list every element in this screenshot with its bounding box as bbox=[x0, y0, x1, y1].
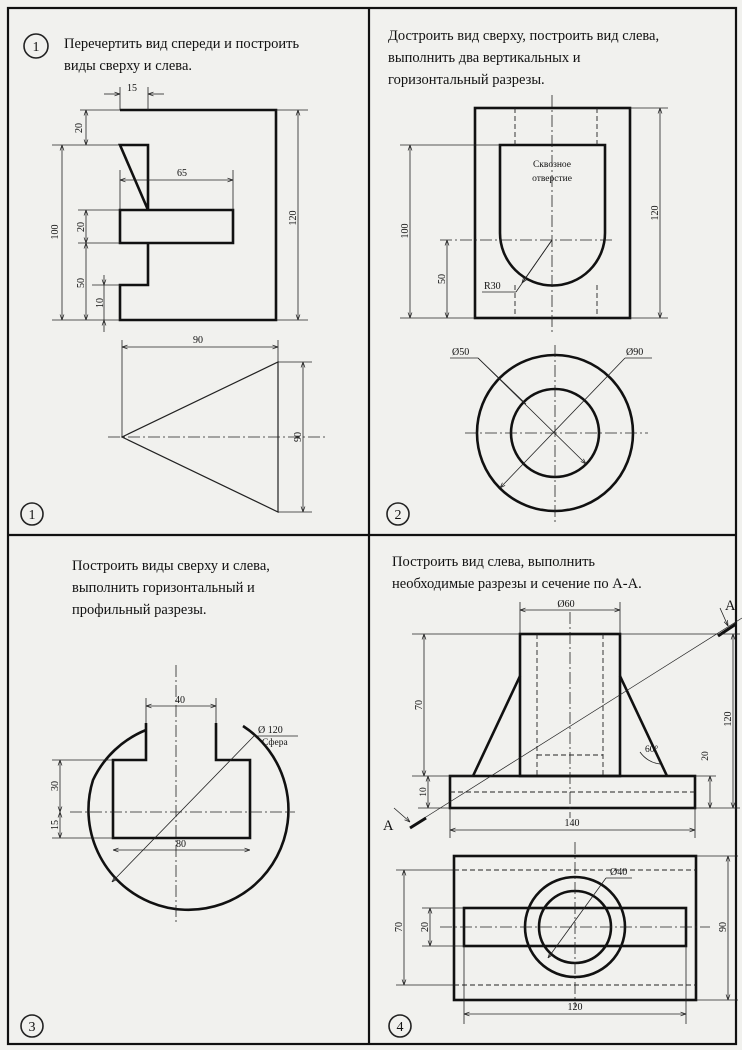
dim-100: 100 bbox=[400, 224, 411, 239]
panel-2-instruction-line-1: Достроить вид сверху, построить вид слев… bbox=[388, 28, 659, 44]
panel-number-badge: 3 bbox=[20, 1014, 44, 1038]
dim-50: 50 bbox=[76, 278, 87, 288]
svg-text:4: 4 bbox=[397, 1020, 404, 1035]
cylinder-front-view bbox=[473, 106, 632, 320]
dim-120: 120 bbox=[650, 206, 661, 221]
panel-2-instruction-line-2: выполнить два вертикальных и bbox=[388, 50, 581, 66]
panel-4: Построить вид слева, выполнить необходим… bbox=[383, 554, 742, 1038]
dim-angle-60: 60° bbox=[645, 744, 659, 755]
dim-diameter-50: Ø50 bbox=[452, 347, 469, 358]
sheet-frame bbox=[6, 6, 738, 1046]
through-hole-outline bbox=[498, 143, 607, 287]
base-plate-top-view bbox=[452, 854, 698, 1002]
sphere-outline bbox=[87, 724, 290, 912]
dim-140: 140 bbox=[565, 818, 580, 829]
front-view-outline bbox=[118, 108, 278, 322]
panel-number-badge: 2 bbox=[386, 502, 410, 526]
panel-number-badge-top: 1 bbox=[23, 33, 49, 59]
panel-3-instruction-line-2: выполнить горизонтальный и bbox=[72, 580, 255, 596]
svg-text:3: 3 bbox=[29, 1020, 36, 1035]
svg-text:2: 2 bbox=[395, 508, 402, 523]
dim-100: 100 bbox=[50, 225, 61, 240]
panel-number-badge-bottom: 1 bbox=[20, 502, 44, 526]
panel-3: Построить виды сверху и слева, выполнить… bbox=[20, 558, 298, 1038]
dim-120-height: 120 bbox=[723, 712, 734, 727]
dim-70-height: 70 bbox=[414, 700, 425, 710]
svg-text:1: 1 bbox=[29, 508, 36, 523]
dim-70-depth: 70 bbox=[394, 922, 405, 932]
dim-90-vertical: 90 bbox=[293, 432, 304, 442]
dim-20-rib: 20 bbox=[420, 922, 431, 932]
dim-diameter-40: Ø40 bbox=[610, 867, 627, 878]
panel-2-instruction-line-3: горизонтальный разрезы. bbox=[388, 72, 545, 88]
panel-3-instruction-line-3: профильный разрезы. bbox=[72, 602, 207, 618]
dim-90-width: 90 bbox=[718, 922, 729, 932]
dim-diameter-60: Ø60 bbox=[557, 599, 574, 610]
panel-4-instruction-line-2: необходимые разрезы и сечение по А-А. bbox=[392, 576, 642, 592]
dim-15: 15 bbox=[127, 83, 137, 94]
dim-65: 65 bbox=[177, 168, 187, 179]
dim-10: 10 bbox=[419, 787, 429, 797]
panel-3-instruction-line-1: Построить виды сверху и слева, bbox=[72, 558, 270, 574]
dim-diameter-90: Ø90 bbox=[626, 347, 643, 358]
hole-label-line-2: отверстие bbox=[532, 174, 572, 184]
dim-15: 15 bbox=[50, 820, 61, 830]
section-letter-left: А bbox=[383, 818, 394, 834]
dim-20-top: 20 bbox=[74, 123, 85, 133]
dim-diameter-120: Ø 120 bbox=[258, 725, 283, 736]
panel-number-badge: 4 bbox=[388, 1014, 412, 1038]
dim-40: 40 bbox=[175, 695, 185, 706]
dim-120: 120 bbox=[288, 211, 299, 226]
left-rib bbox=[471, 675, 522, 777]
dim-r30: R30 bbox=[484, 281, 501, 292]
dim-50: 50 bbox=[437, 274, 448, 284]
panel-1-instruction-line-2: виды сверху и слева. bbox=[64, 58, 192, 74]
dim-20-base: 20 bbox=[701, 751, 711, 761]
hole-label-line-1: Сквозное bbox=[533, 160, 571, 170]
dim-80: 80 bbox=[176, 839, 186, 850]
svg-text:1: 1 bbox=[33, 40, 40, 55]
sphere-cut-profile bbox=[111, 723, 252, 840]
panel-2: Достроить вид сверху, построить вид слев… bbox=[386, 28, 668, 526]
dim-90-horizontal: 90 bbox=[193, 335, 203, 346]
panel-1-instruction-line-1: Перечертить вид спереди и построить bbox=[64, 36, 299, 52]
sphere-label: Сфера bbox=[262, 737, 288, 748]
dim-30: 30 bbox=[50, 781, 61, 791]
right-rib bbox=[618, 675, 669, 777]
dim-10: 10 bbox=[95, 298, 106, 308]
panel-1: 1 Перечертить вид спереди и построить ви… bbox=[20, 33, 325, 526]
section-letter-right: А bbox=[725, 598, 736, 614]
dim-20-middle: 20 bbox=[76, 222, 87, 232]
panel-4-instruction-line-1: Построить вид слева, выполнить bbox=[392, 554, 595, 570]
dim-120-length: 120 bbox=[568, 1002, 583, 1013]
